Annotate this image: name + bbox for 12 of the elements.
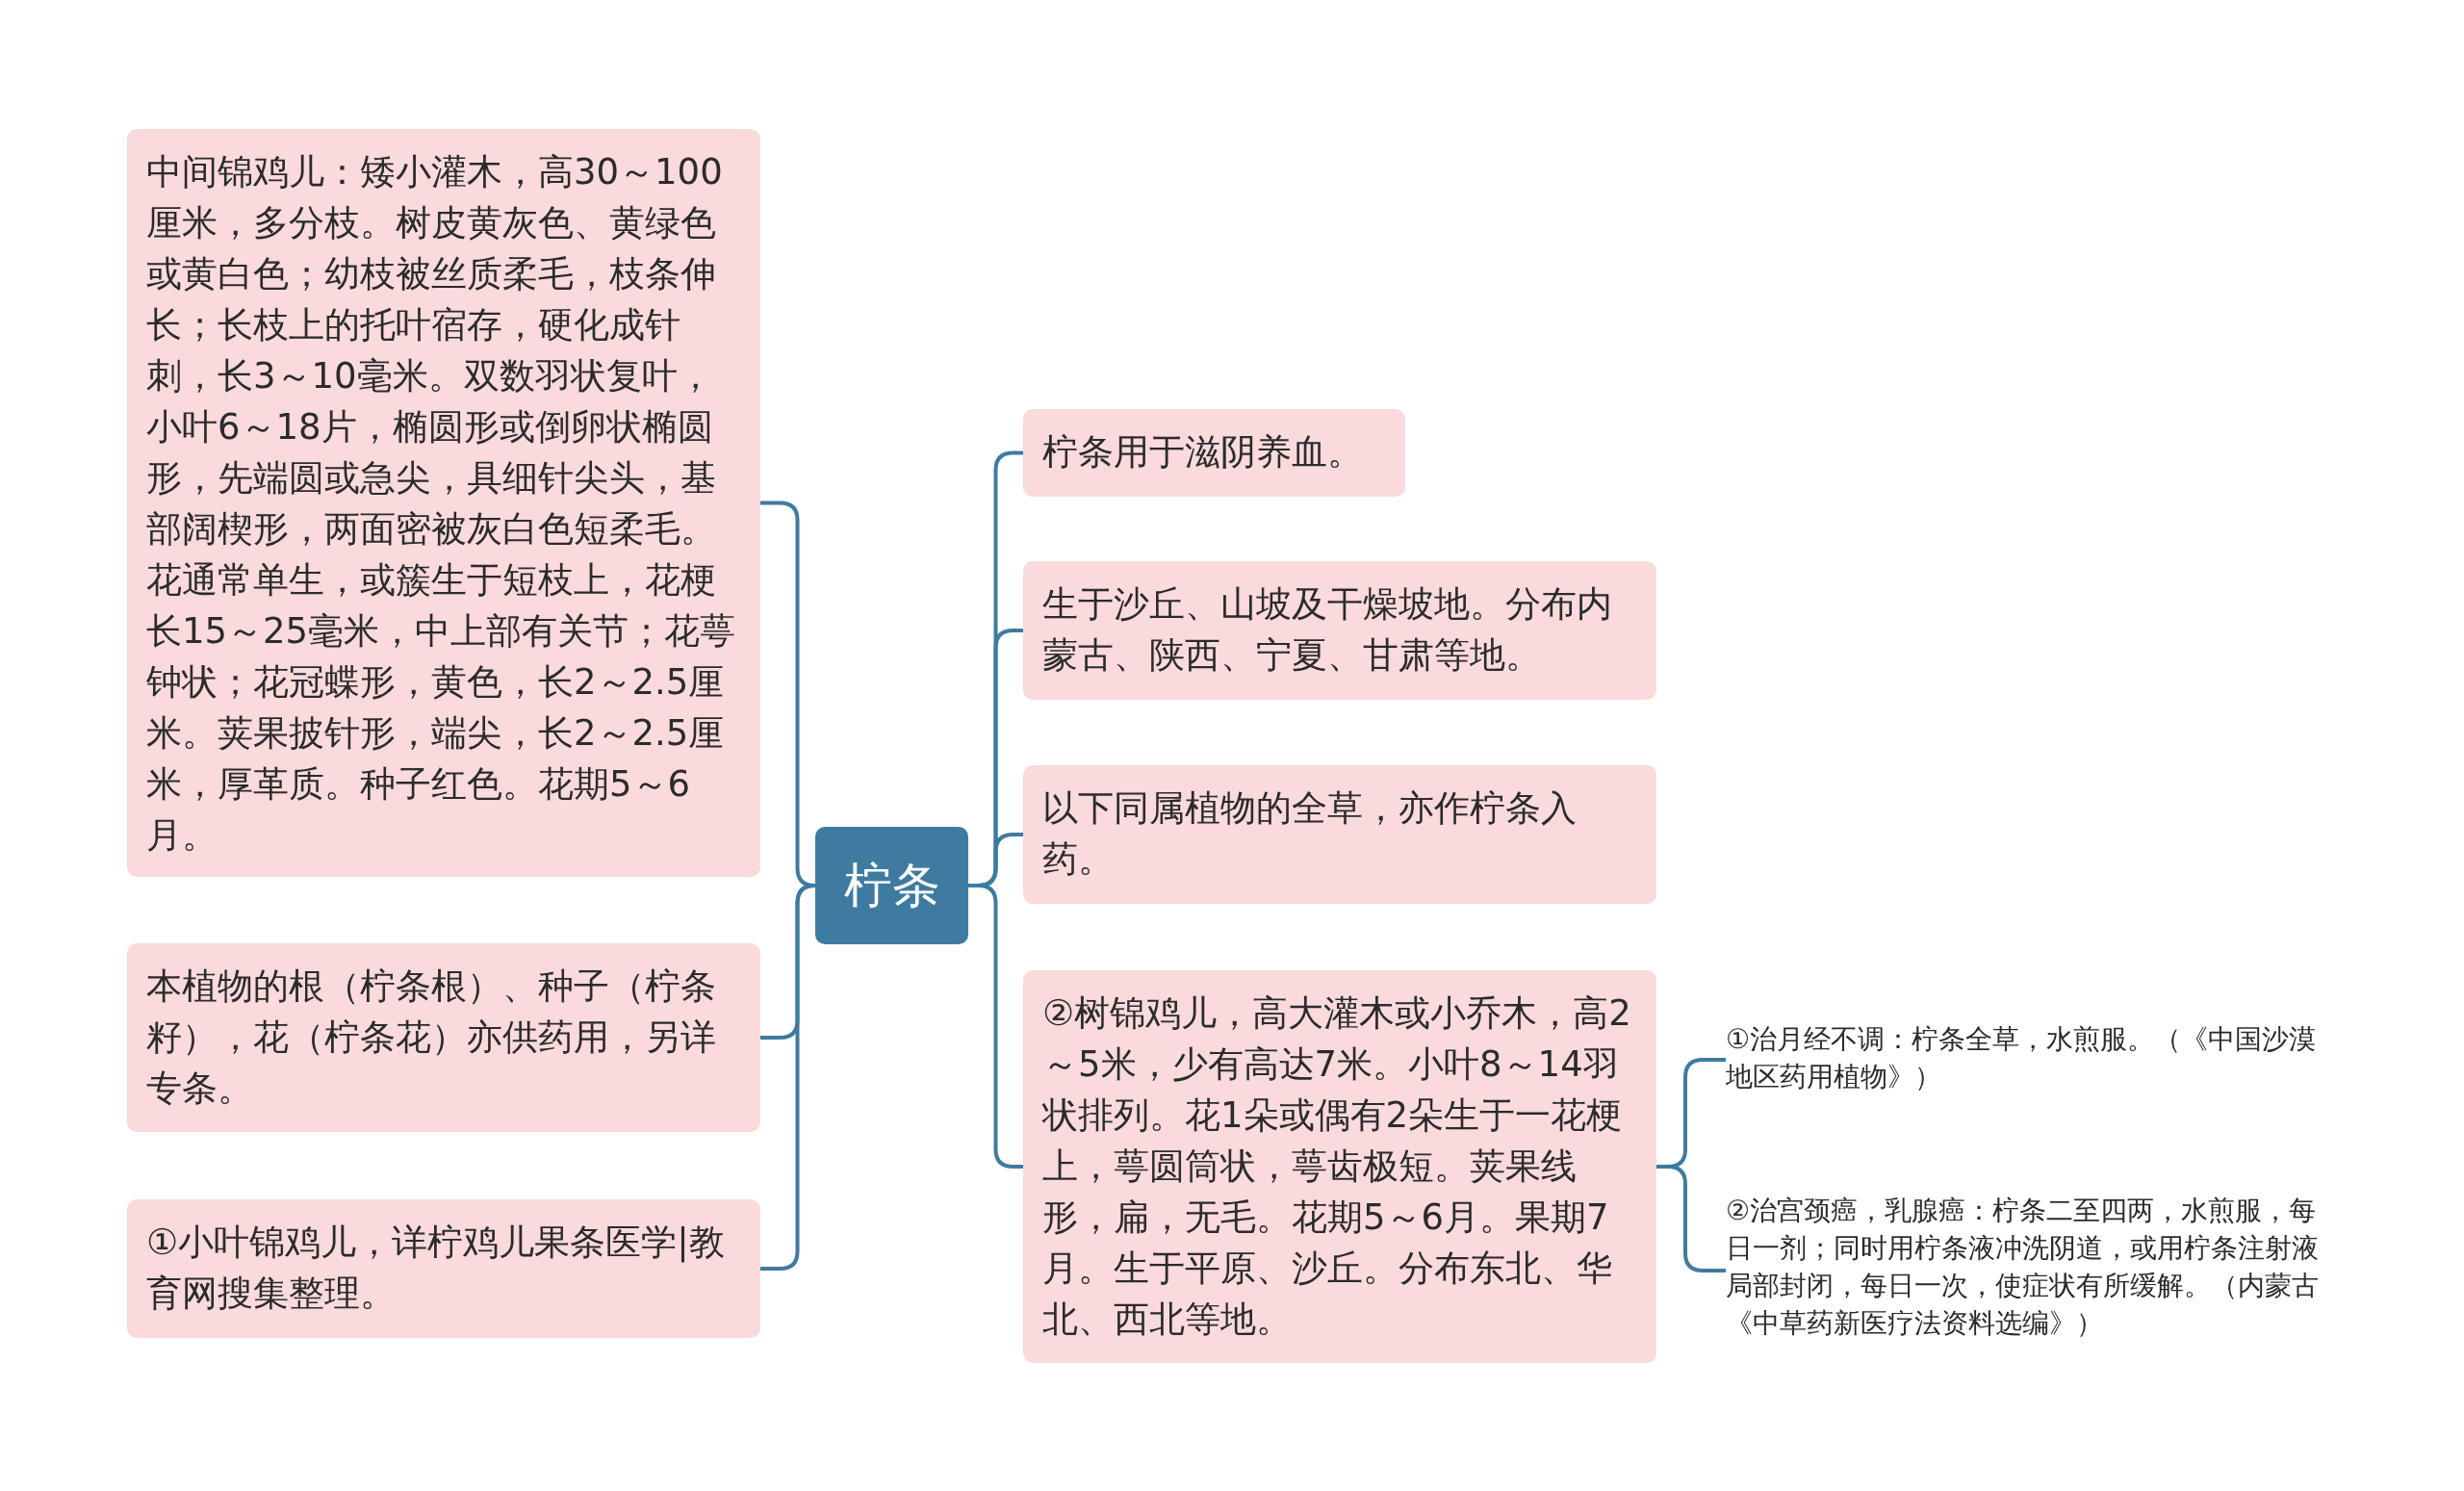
topic-box: ②树锦鸡儿，高大灌木或小乔木，高2～5米，少有高达7米。小叶8～14羽状排列。花1朵或偶有2朵生于一花梗上，萼圆筒状，萼齿极短。荚果线形，扁，无毛。花期5～6月。果期7月。生于平原、沙丘。分布东北、华北、西北等地。 — [1023, 970, 1656, 1363]
connector-line — [760, 884, 817, 1271]
note-text: ②治宫颈癌，乳腺癌：柠条二至四两，水煎服，每日一剂；同时用柠条液冲洗阴道，或用柠条注射液局部封闭，每日一次，使症状有所缓解。（内蒙古《中草药新医疗法资料选编》） — [1726, 1192, 2337, 1350]
topic-box: 以下同属植物的全草，亦作柠条入药。 — [1023, 765, 1656, 904]
topic-box: ①小叶锦鸡儿，详柠鸡儿果条医学|教育网搜集整理。 — [127, 1199, 760, 1338]
note-text: ①治月经不调：柠条全草，水煎服。（《中国沙漠地区药用植物》） — [1726, 1020, 2337, 1099]
central-topic: 柠条 — [815, 827, 968, 944]
topic-box: 本植物的根（柠条根）、种子（柠条籽），花（柠条花）亦供药用，另详专条。 — [127, 943, 760, 1132]
topic-box: 生于沙丘、山坡及干燥坡地。分布内蒙古、陕西、宁夏、甘肃等地。 — [1023, 561, 1656, 700]
topic-box: 柠条用于滋阴养血。 — [1023, 409, 1405, 497]
topic-box: 中间锦鸡儿：矮小灌木，高30～100厘米，多分枝。树皮黄灰色、黄绿色或黄白色；幼枝被丝质柔毛，枝条伸长；长枝上的托叶宿存，硬化成针刺，长3～10毫米。双数羽状复叶，小叶6～18片，椭圆形或倒卵状椭圆形，先端圆或急尖，具细针尖头，基部阔楔形，两面密被灰白色短柔毛。花通常单生，或簇生于短枝上，花梗长15～25毫米，中上部有关节；花萼钟状；花冠蝶形，黄色，长2～2.5厘米。荚果披针形，端尖，长2～2.5厘米，厚革质。种子红色。花期5～6月。 — [127, 129, 760, 877]
connector-line — [1656, 1165, 1726, 1272]
